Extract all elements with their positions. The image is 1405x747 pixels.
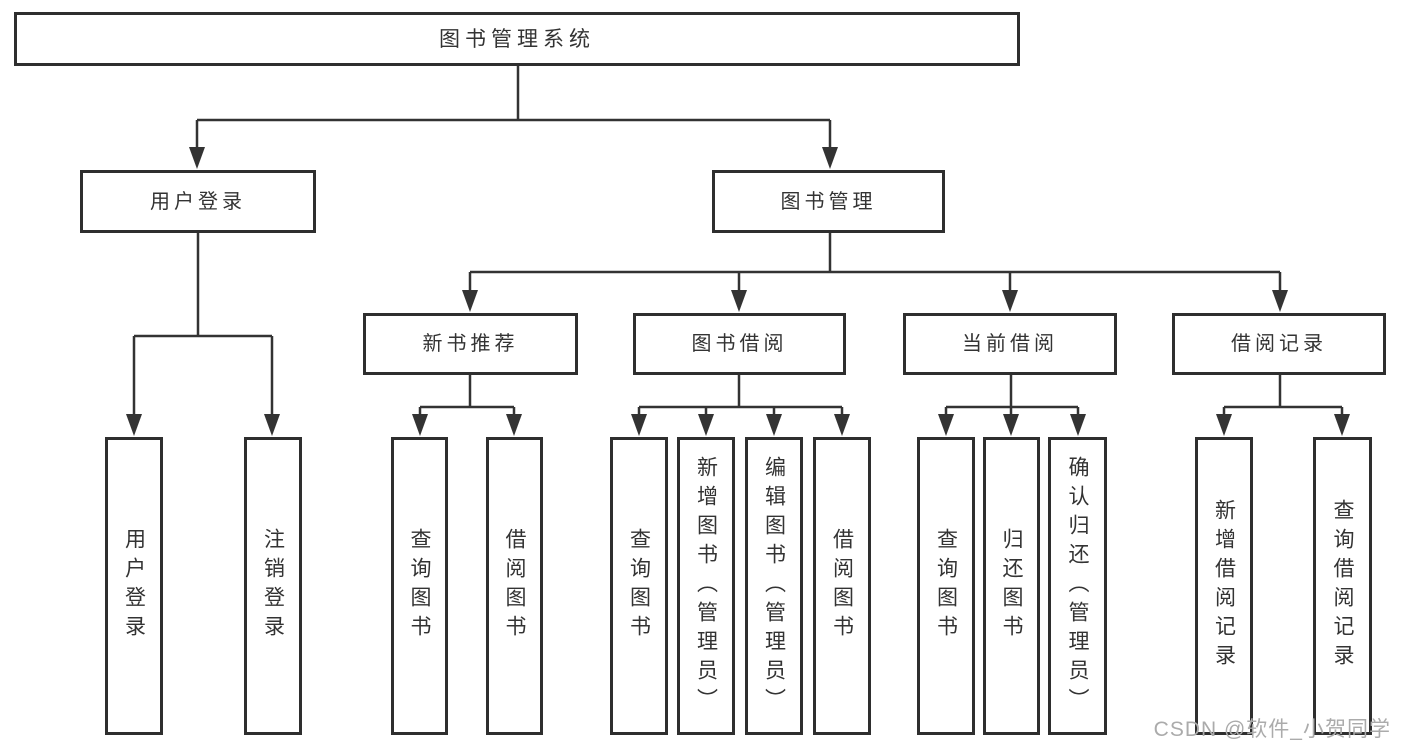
leaf-edit-book-admin: 编辑图书（管理员） [745,437,803,735]
leaf-return-books: 归还图书 [983,437,1040,735]
arrow-down-icon [1272,290,1288,312]
arrow-down-icon [506,414,522,436]
leaf-confirm-return-admin: 确认归还（管理员） [1048,437,1107,735]
arrow-down-icon [264,414,280,436]
connector-borrow-records-children [1222,375,1344,418]
leaf-query-books-recommend: 查询图书 [391,437,448,735]
node-user-login: 用户登录 [80,170,316,233]
arrow-down-icon [1334,414,1350,436]
leaf-add-borrow-record: 新增借阅记录 [1195,437,1253,735]
arrow-down-icon [731,290,747,312]
csdn-watermark: CSDN @软件_小贺同学 [1153,718,1391,741]
arrow-down-icon [126,414,142,436]
leaf-add-book-admin: 新增图书（管理员） [677,437,735,735]
node-book-borrowing: 图书借阅 [633,313,846,375]
node-borrowing-records: 借阅记录 [1172,313,1386,375]
connector-current-borrow-children [944,375,1080,418]
arrow-down-icon [189,147,205,169]
arrowheads [126,147,1350,436]
connector-root-to-level2 [195,66,832,150]
leaf-query-borrow-record: 查询借阅记录 [1313,437,1372,735]
arrow-down-icon [822,147,838,169]
arrow-down-icon [1070,414,1086,436]
arrow-down-icon [766,414,782,436]
arrow-down-icon [631,414,647,436]
arrow-down-icon [698,414,714,436]
arrow-down-icon [1002,290,1018,312]
connector-new-book-children [418,375,516,418]
connector-book-mgmt-to-level3 [468,233,1282,293]
node-book-management: 图书管理 [712,170,945,233]
node-new-book-recommend: 新书推荐 [363,313,578,375]
leaf-logout: 注销登录 [244,437,302,735]
arrow-down-icon [412,414,428,436]
arrow-down-icon [938,414,954,436]
arrow-down-icon [462,290,478,312]
leaf-borrow-books-recommend: 借阅图书 [486,437,543,735]
arrow-down-icon [834,414,850,436]
node-library-management-system: 图书管理系统 [14,12,1020,66]
leaf-query-books-current: 查询图书 [917,437,975,735]
node-current-borrowing: 当前借阅 [903,313,1117,375]
connector-book-borrow-children [637,375,844,418]
connector-user-login-children [132,233,274,418]
arrow-down-icon [1216,414,1232,436]
leaf-user-login: 用户登录 [105,437,163,735]
leaf-query-books-borrowing: 查询图书 [610,437,668,735]
leaf-borrow-books: 借阅图书 [813,437,871,735]
arrow-down-icon [1003,414,1019,436]
